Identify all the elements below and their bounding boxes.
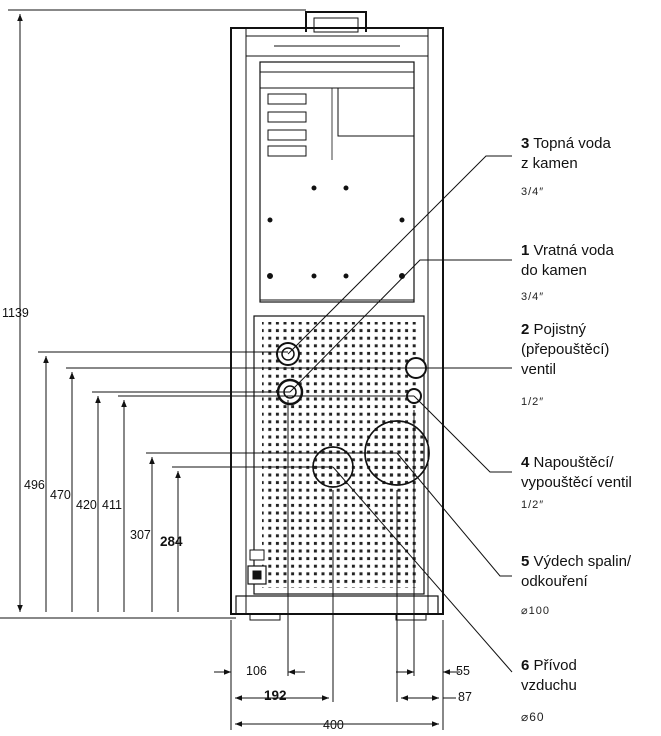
callout-3-line1: Topná voda <box>533 135 611 152</box>
callout-2-size: 1/2″ <box>521 396 545 408</box>
callout-3-size: 3/4″ <box>521 186 545 198</box>
top-handle <box>305 11 367 32</box>
callout-3: 3 Topná voda z kamen <box>521 134 611 174</box>
callout-6-line2: vzduchu <box>521 677 577 694</box>
callout-2-line2: (přepouštěcí) <box>521 341 610 358</box>
callout-2: 2 Pojistný (přepouštěcí) ventil <box>521 320 609 380</box>
dim-400: 400 <box>323 718 344 732</box>
callout-1-number: 1 <box>521 242 530 259</box>
dim-height-total: 1139 <box>2 306 29 320</box>
callout-2-number: 2 <box>521 321 530 338</box>
callout-1-size: 3/4″ <box>521 291 545 303</box>
dim-106: 106 <box>246 664 267 678</box>
width-dimensions <box>214 400 460 730</box>
callout-lines <box>287 155 513 673</box>
dim-55: 55 <box>456 664 470 678</box>
callout-5-size: ⌀100 <box>521 605 550 617</box>
dim-470: 470 <box>50 488 71 502</box>
callout-4-line2: vypouštěcí ventil <box>521 474 632 491</box>
dim-87: 87 <box>458 690 472 704</box>
callout-6-number: 6 <box>521 657 530 674</box>
callout-5: 5 Výdech spalin/ odkouření <box>521 552 631 592</box>
callout-4-size: 1/2″ <box>521 499 545 511</box>
callout-1-line2: do kamen <box>521 262 587 279</box>
dim-284: 284 <box>160 534 183 549</box>
dim-496: 496 <box>24 478 45 492</box>
callout-4: 4 Napouštěcí/ vypouštěcí ventil <box>521 453 632 493</box>
callout-3-line2: z kamen <box>521 155 578 172</box>
callout-2-line3: ventil <box>521 361 557 378</box>
dim-192: 192 <box>264 688 287 703</box>
callout-5-line1: Výdech spalin/ <box>533 553 632 570</box>
callout-6-size: ⌀60 <box>521 710 545 724</box>
dim-307: 307 <box>130 528 151 542</box>
callout-1: 1 Vratná voda do kamen <box>521 241 614 281</box>
callout-5-line2: odkouření <box>521 573 588 590</box>
callout-1-line1: Vratná voda <box>533 242 614 259</box>
callout-6-line1: Přívod <box>533 657 577 674</box>
callout-2-line1: Pojistný <box>533 321 587 338</box>
callout-4-line1: Napouštěcí/ <box>533 454 614 471</box>
dim-411: 411 <box>102 498 122 512</box>
callout-3-number: 3 <box>521 135 530 152</box>
dim-420: 420 <box>76 498 97 512</box>
callout-6: 6 Přívod vzduchu <box>521 656 577 696</box>
stove-body <box>230 11 444 621</box>
callout-5-number: 5 <box>521 553 530 570</box>
height-dimensions <box>0 9 416 619</box>
callout-4-number: 4 <box>521 454 530 471</box>
